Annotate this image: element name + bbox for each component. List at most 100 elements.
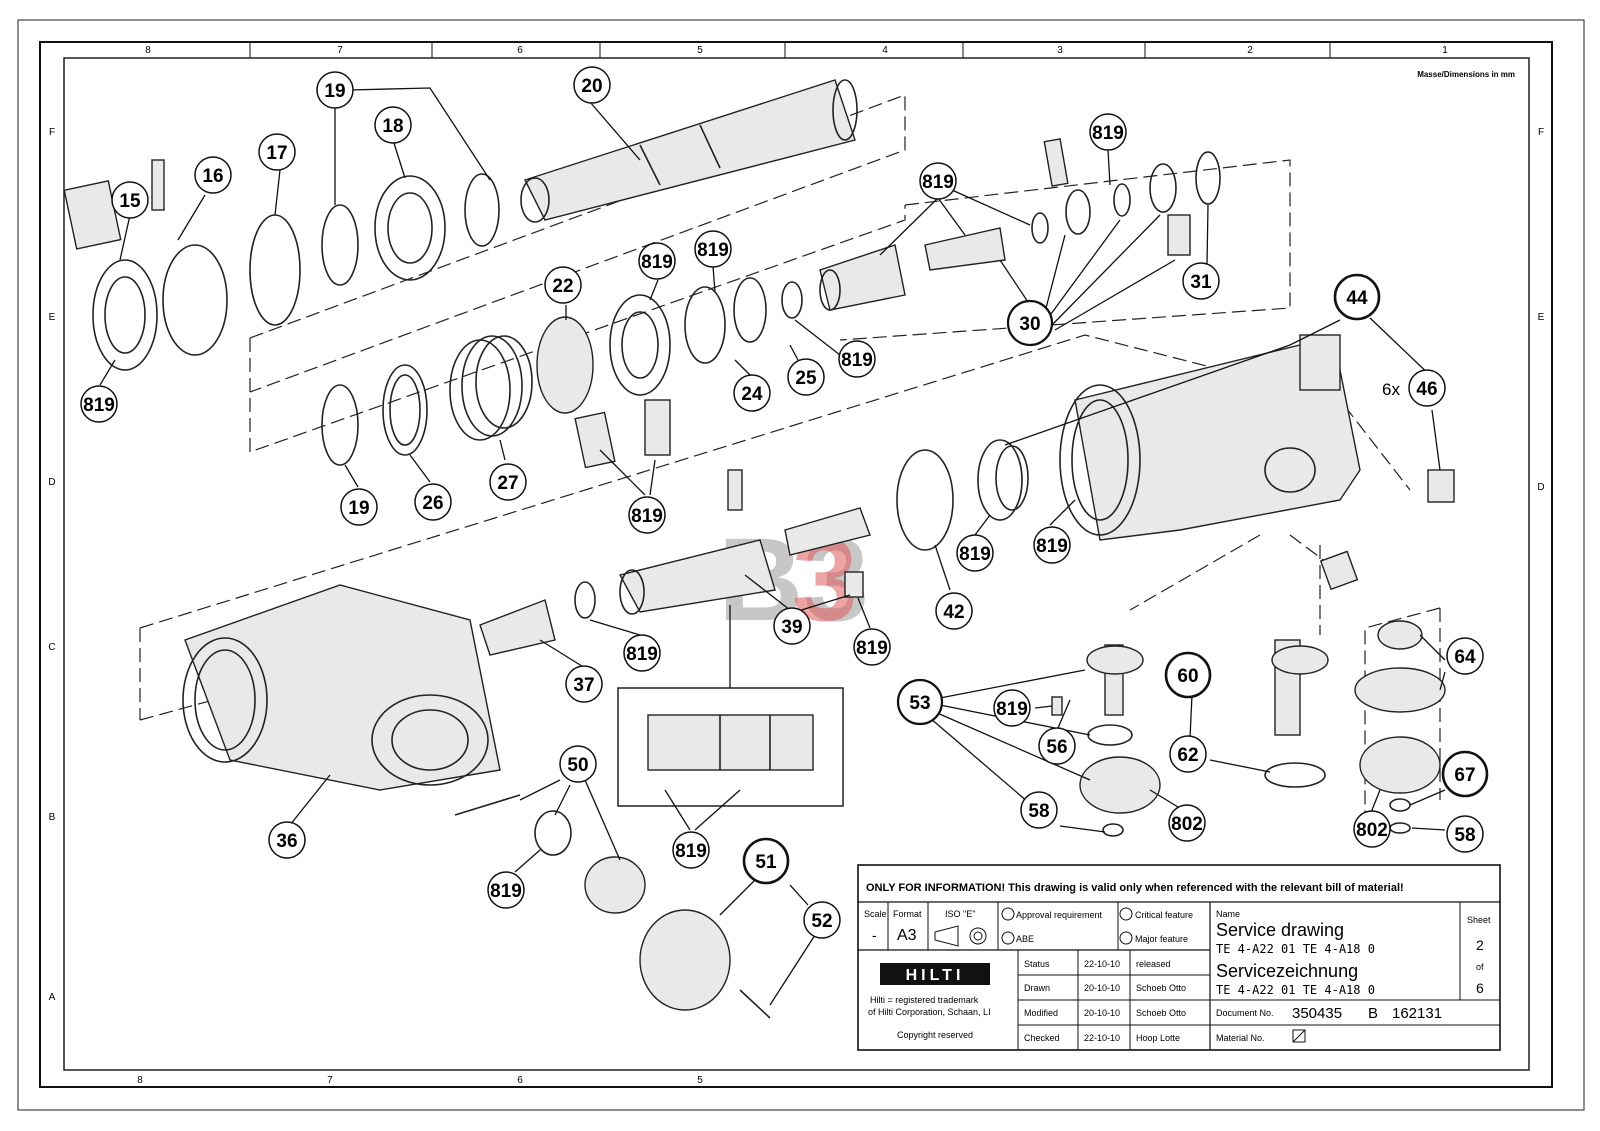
part-ring-42: [896, 449, 954, 551]
multiplier-6x: 6x: [1382, 380, 1400, 399]
callout-819: 819: [628, 496, 666, 534]
trademark-line-2: of Hilti Corporation, Schaan, LI: [868, 1007, 991, 1017]
column-number-4: 4: [882, 45, 888, 56]
row-letter-D-right: D: [1537, 482, 1544, 493]
part-gear-64: [1354, 620, 1446, 834]
drawn-label: Drawn: [1024, 983, 1050, 993]
callout-label: 44: [1346, 288, 1368, 309]
row-letter-B-left: B: [49, 812, 56, 823]
callout-label: 819: [675, 841, 707, 862]
part-ring-19-top: [321, 204, 359, 286]
callout-label: 20: [581, 76, 602, 97]
column-number-3: 3: [1057, 45, 1063, 56]
model-en: TE 4-A22 01 TE 4-A18 0: [1216, 942, 1375, 956]
status-date: 22-10-10: [1084, 959, 1120, 969]
callout-819: 819: [80, 385, 118, 423]
part-ring-26: [382, 364, 428, 456]
part-circlip-16: [162, 244, 228, 356]
callout-label: 17: [266, 143, 287, 164]
modified-label: Modified: [1024, 1008, 1058, 1018]
scale-label: Scale: [864, 909, 887, 919]
callout-53: 53: [896, 678, 944, 726]
iso-label: ISO "E": [945, 909, 975, 919]
major-checkbox: [1119, 931, 1133, 945]
callout-17: 17: [258, 133, 296, 171]
callout-label: 62: [1177, 745, 1198, 766]
callout-60: 60: [1164, 651, 1212, 699]
callout-label: 51: [755, 852, 777, 873]
callout-819: 819: [694, 230, 732, 268]
callout-label: 819: [641, 252, 673, 273]
part-front-housing-36: [182, 584, 501, 791]
modified-date: 20-10-10: [1084, 1008, 1120, 1018]
callout-802: 802: [1168, 804, 1206, 842]
document-id: 162131: [1392, 1005, 1442, 1022]
callout-819: 819: [838, 340, 876, 378]
column-number-2: 2: [1247, 45, 1253, 56]
approval-label: Approval requirement: [1016, 910, 1103, 920]
column-number-1: 1: [1442, 45, 1448, 56]
checked-name: Hoop Lotte: [1136, 1033, 1180, 1043]
callout-819: 819: [1089, 113, 1127, 151]
callout-label: 27: [497, 473, 518, 494]
callout-44: 44: [1333, 273, 1381, 321]
callout-18: 18: [374, 106, 412, 144]
checked-date: 22-10-10: [1084, 1033, 1120, 1043]
callout-label: 819: [996, 699, 1028, 720]
projection-symbol-icon: [934, 925, 987, 947]
part-ring-25: [733, 277, 767, 343]
row-letter-A-left: A: [49, 992, 56, 1003]
column-grid-top: [249, 42, 1331, 58]
callout-label: 819: [490, 881, 522, 902]
callout-label: 53: [909, 693, 930, 714]
callout-label: 802: [1171, 814, 1203, 835]
copyright-text: Copyright reserved: [897, 1030, 973, 1040]
document-number: 350435: [1292, 1005, 1342, 1022]
row-letter-D-left: D: [48, 477, 55, 488]
name-label: Name: [1216, 909, 1240, 919]
part-piston-39: [618, 469, 871, 615]
document-label: Document No.: [1216, 1008, 1274, 1018]
hilti-logo-text: HILTI: [906, 967, 965, 984]
part-pin-16a: [151, 159, 165, 211]
part-spring-27: [449, 335, 533, 441]
part-striker-37: [479, 599, 556, 656]
part-key-15a: [63, 180, 122, 250]
callout-802: 802: [1353, 810, 1391, 848]
callout-label: 819: [631, 506, 663, 527]
callout-label: 39: [781, 617, 802, 638]
column-number-6: 6: [517, 45, 523, 56]
callout-label: 30: [1019, 314, 1040, 335]
part-oring-819d: [534, 810, 572, 856]
callout-label: 42: [943, 602, 964, 623]
part-knob-insert: [584, 856, 646, 914]
callout-label: 819: [856, 638, 888, 659]
format-value: A3: [897, 927, 917, 944]
callout-label: 24: [741, 384, 763, 405]
callout-label: 819: [83, 395, 115, 416]
callout-20: 20: [573, 66, 611, 104]
callout-24: 24: [733, 374, 771, 412]
callout-label: 67: [1454, 765, 1475, 786]
sheet-total: 6: [1476, 980, 1484, 996]
callout-label: 819: [959, 544, 991, 565]
callout-22: 22: [544, 266, 582, 304]
callout-label: 56: [1046, 737, 1067, 758]
callout-819: 819: [919, 162, 957, 200]
callout-27: 27: [489, 463, 527, 501]
column-number-8: 8: [145, 45, 151, 56]
drawn-date: 20-10-10: [1084, 983, 1120, 993]
part-selector-51: [639, 909, 771, 1019]
callout-15: 15: [111, 181, 149, 219]
column-number-bottom-7: 7: [327, 1075, 333, 1086]
part-clip-819: [574, 399, 671, 469]
callout-39: 39: [773, 607, 811, 645]
trademark-line-1: Hilti = registered trademark: [870, 995, 979, 1005]
leader-lines: [99, 87, 1446, 1006]
callout-819: 819: [638, 242, 676, 280]
sheet-label: Sheet: [1467, 915, 1491, 925]
status-label: Status: [1024, 959, 1050, 969]
callout-36: 36: [268, 821, 306, 859]
